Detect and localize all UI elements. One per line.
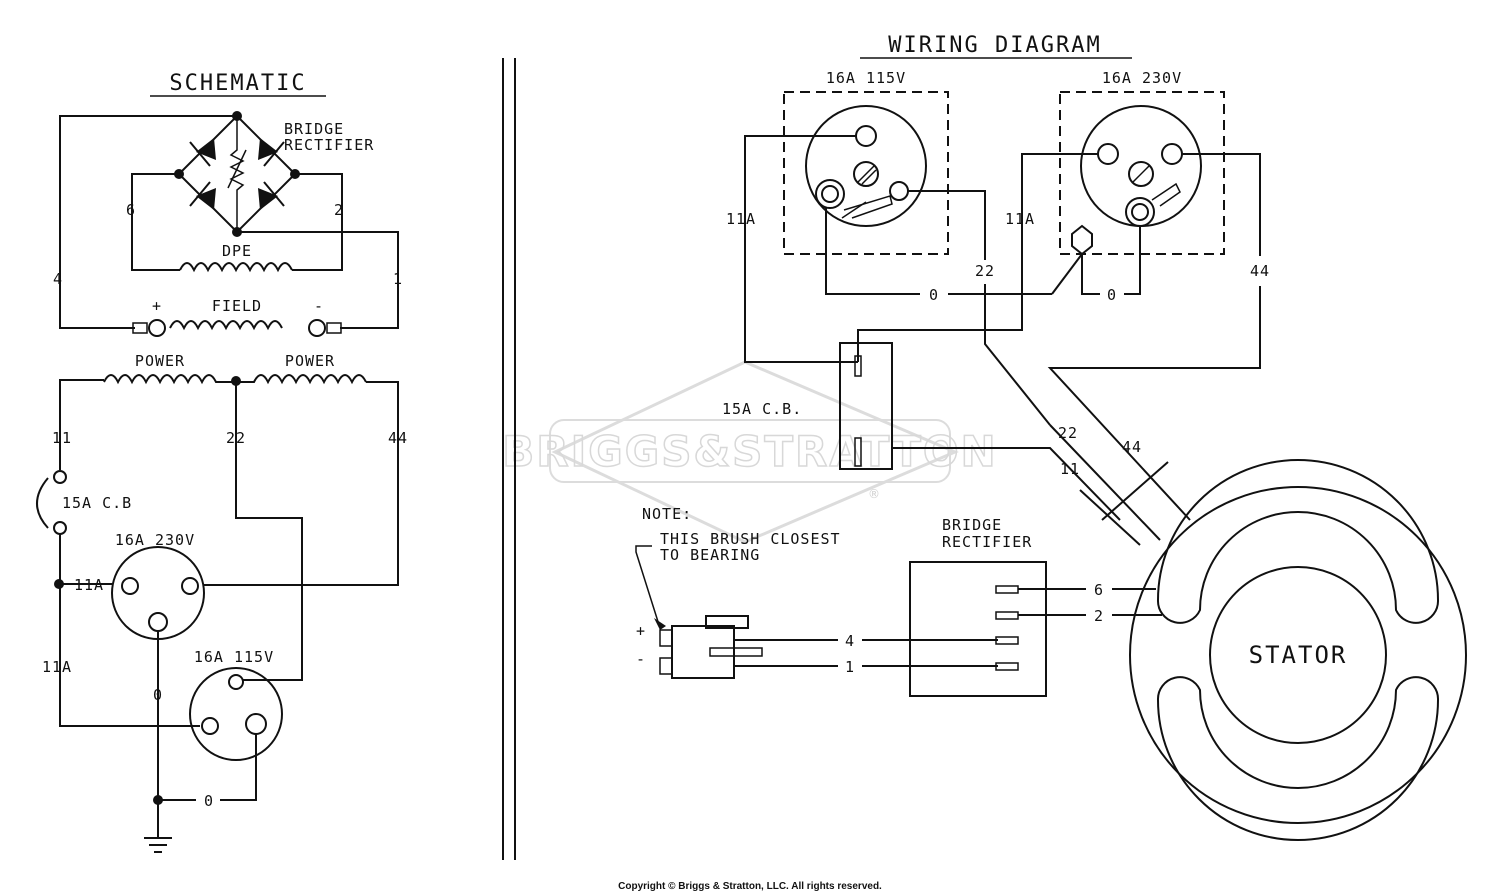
schematic-recept-115-label: 16A 115V xyxy=(194,648,274,666)
wiring-wire-2: 2 xyxy=(1094,607,1104,625)
schematic-field-minus: - xyxy=(314,297,324,315)
schematic-wire-44: 44 xyxy=(388,429,408,447)
schematic-cb-switch xyxy=(36,477,49,529)
schematic-field-label: FIELD xyxy=(212,297,262,315)
watermark-brand: BRIGGS&STRATTON xyxy=(502,427,997,476)
wiring-receptacle-230v xyxy=(1059,91,1225,255)
wiring-note-line2: TO BEARING xyxy=(660,546,760,564)
schematic-wire-11a-1: 11A xyxy=(74,576,104,594)
brand-watermark: BRIGGS&STRATTON ® xyxy=(502,360,997,544)
watermark-registered: ® xyxy=(868,487,880,501)
schematic-wire-0-2: 0 xyxy=(204,792,214,810)
schematic-recept-230-label: 16A 230V xyxy=(115,531,195,549)
schematic-field-plus: + xyxy=(152,297,162,315)
wiring-cable-bundle xyxy=(1049,424,1169,546)
wiring-recept-230-label: 16A 230V xyxy=(1102,69,1182,87)
wiring-brush-minus: - xyxy=(636,650,646,668)
wiring-wire-44-top: 44 xyxy=(1250,262,1270,280)
schematic-panel: SCHEMATIC BRIDGE RECTIFIER 4 xyxy=(36,71,408,853)
brush-holder xyxy=(659,615,998,679)
wiring-bridge-label-2: RECTIFIER xyxy=(942,533,1032,551)
schematic-bridge-label-2: RECTIFIER xyxy=(284,136,374,154)
schematic-bridge-rectifier xyxy=(174,111,300,237)
schematic-wire-11: 11 xyxy=(52,429,72,447)
wiring-wire-11-lower: 11 xyxy=(1060,460,1080,478)
stator xyxy=(1129,459,1467,841)
wiring-wire-1: 1 xyxy=(845,658,855,676)
schematic-wire-4: 4 xyxy=(53,270,63,288)
stator-label: STATOR xyxy=(1249,641,1348,669)
wiring-note-label: NOTE: xyxy=(642,505,692,523)
schematic-cb-label: 15A C.B xyxy=(62,494,132,512)
wiring-bridge-rectifier xyxy=(909,561,1047,697)
ground-icon xyxy=(144,800,172,853)
schematic-power-left: POWER xyxy=(135,352,185,370)
note-leader-arrow xyxy=(635,545,661,629)
schematic-wire-1: 1 xyxy=(393,270,403,288)
dpe-coil xyxy=(179,262,293,273)
schematic-wire-22: 22 xyxy=(226,429,246,447)
wiring-wire-11a-left: 11A xyxy=(726,210,756,228)
panel-divider xyxy=(502,58,516,860)
schematic-dpe-label: DPE xyxy=(222,242,252,260)
power-coil-right xyxy=(236,374,367,385)
schematic-title: SCHEMATIC xyxy=(169,71,306,96)
schematic-receptacle-230v xyxy=(111,546,205,640)
schematic-wire-11a-2: 11A xyxy=(42,658,72,676)
schematic-power-right: POWER xyxy=(285,352,335,370)
wiring-note-line1: THIS BRUSH CLOSEST xyxy=(660,530,841,548)
wiring-wire-0-right: 0 xyxy=(1107,286,1117,304)
wiring-wire-0-left: 0 xyxy=(929,286,939,304)
schematic-bridge-label-1: BRIDGE xyxy=(284,120,344,138)
wiring-cb-label: 15A C.B. xyxy=(722,400,802,418)
wiring-recept-115-label: 16A 115V xyxy=(826,69,906,87)
schematic-wire-0-1: 0 xyxy=(153,686,163,704)
ground-terminal-icon xyxy=(1071,224,1093,256)
copyright-notice: Copyright © Briggs & Stratton, LLC. All … xyxy=(618,881,882,892)
wiring-circuit-breaker xyxy=(839,342,893,470)
wiring-wire-6: 6 xyxy=(1094,581,1104,599)
schematic-wire-2: 2 xyxy=(334,201,344,219)
wiring-brush-plus: + xyxy=(636,622,646,640)
schematic-receptacle-115v xyxy=(189,667,283,761)
wiring-panel: WIRING DIAGRAM 16A 115V xyxy=(635,33,1467,841)
wiring-wire-11a-right: 11A xyxy=(1005,210,1035,228)
wiring-wire-44-lower: 44 xyxy=(1122,438,1142,456)
wiring-wire-22-lower: 22 xyxy=(1058,424,1078,442)
wiring-wire-4: 4 xyxy=(845,632,855,650)
wiring-title: WIRING DIAGRAM xyxy=(888,33,1101,58)
field-coil xyxy=(169,320,283,331)
wiring-bridge-label-1: BRIDGE xyxy=(942,516,1002,534)
wiring-receptacle-115v xyxy=(783,91,949,255)
wiring-wire-22-top: 22 xyxy=(975,262,995,280)
power-coil-left xyxy=(103,374,236,385)
schematic-wire-6: 6 xyxy=(126,201,136,219)
